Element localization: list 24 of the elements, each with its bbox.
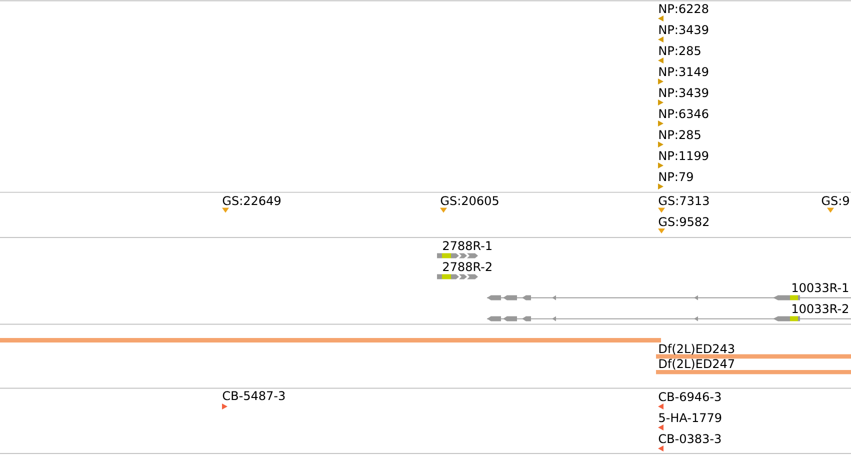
feature-label: Df(2L)ED247 bbox=[659, 358, 734, 370]
feature-label: NP:79 bbox=[659, 172, 693, 182]
feature-label: CB-5487-3 bbox=[222, 391, 285, 400]
feature-label: 10033R-2 bbox=[792, 304, 848, 314]
feature-label: GS:20605 bbox=[440, 196, 498, 206]
feature-label: GS:9582 bbox=[658, 217, 708, 226]
feature-label: CB-6946-3 bbox=[658, 392, 721, 402]
feature-label: NP:3439 bbox=[659, 88, 708, 98]
feature-label: NP:285 bbox=[659, 130, 700, 140]
feature-label: GS:22649 bbox=[222, 196, 280, 206]
feature-label: NP:3439 bbox=[659, 25, 708, 34]
feature-label: 10033R-1 bbox=[792, 283, 848, 292]
feature-label: NP:6346 bbox=[659, 109, 708, 118]
feature-label: 5-HA-1779 bbox=[659, 413, 722, 422]
feature-label: CB-0383-3 bbox=[658, 434, 721, 444]
feature-label: GS:7313 bbox=[658, 196, 709, 206]
feature-label: NP:3149 bbox=[659, 67, 708, 76]
feature-label: 2788R-1 bbox=[443, 241, 492, 250]
feature-label: NP:285 bbox=[659, 46, 700, 56]
feature-label: 2788R-2 bbox=[443, 262, 492, 272]
feature-label: NP:1199 bbox=[659, 151, 708, 160]
feature-label: GS:9 bbox=[822, 196, 849, 206]
feature-label: NP:6228 bbox=[659, 4, 708, 14]
feature-label: Df(2L)ED243 bbox=[659, 344, 734, 355]
